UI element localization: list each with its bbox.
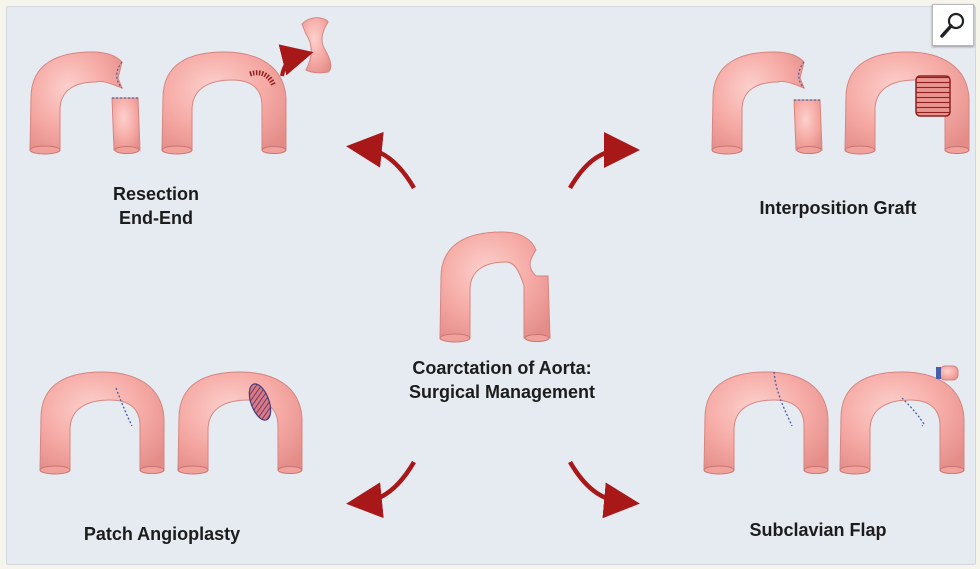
aorta-end-to-end-anastomosis [162, 42, 286, 154]
label-resection-line2: End-End [119, 208, 193, 228]
removal-arrow [278, 44, 314, 77]
aorta-subclavian-incision [704, 362, 828, 474]
center-title-line1: Coarctation of Aorta: [412, 358, 592, 378]
arrow-to-flap [568, 460, 640, 519]
aorta-subclavian-flap [839, 357, 965, 475]
label-resection-end-end: Resection End-End [86, 182, 226, 230]
aorta-coarctation [439, 217, 551, 343]
center-title-line2: Surgical Management [408, 382, 596, 402]
center-title: Coarctation of Aorta: Surgical Managemen… [372, 356, 632, 404]
ligated-subclavian-stump [936, 365, 959, 381]
interposition-graft [915, 75, 951, 117]
aorta-patched [178, 362, 302, 474]
label-subclavian-flap: Subclavian Flap [749, 520, 887, 540]
label-patch-angioplasty: Patch Angioplasty [83, 524, 241, 544]
excised-segment [301, 17, 332, 74]
label-interposition-graft: Interposition Graft [759, 198, 917, 218]
arrow-to-resection [346, 131, 416, 190]
aorta-resected-open [29, 37, 141, 155]
magnifier-icon [940, 12, 965, 38]
zoom-button[interactable] [932, 4, 974, 46]
arrow-to-graft [568, 132, 640, 190]
aorta-incised [40, 362, 164, 474]
aorta-resected-open-right [711, 37, 823, 155]
patch-graft [248, 383, 272, 421]
arrow-to-patch [346, 460, 416, 519]
label-resection-line1: Resection [112, 184, 200, 204]
